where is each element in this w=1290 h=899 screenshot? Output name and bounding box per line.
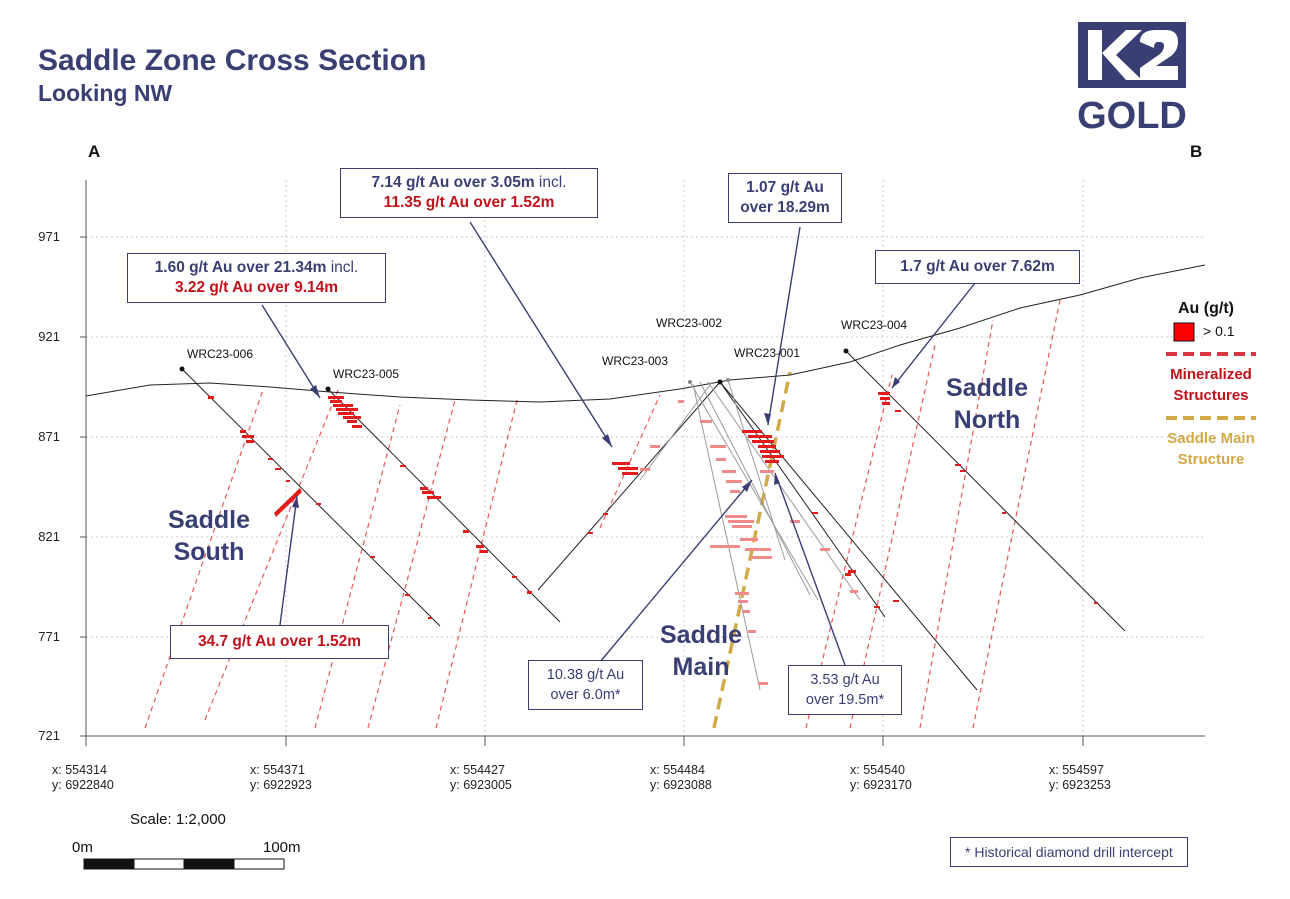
page-title: Saddle Zone Cross Section	[38, 44, 427, 77]
scale-bar	[83, 858, 285, 870]
topography-line	[85, 264, 1206, 403]
elev-tick-921: 921	[38, 329, 60, 344]
logo-text: GOLD	[1077, 95, 1187, 132]
callout-arrows	[261, 221, 976, 666]
intercept-callout-4: 1.7 g/t Au over 7.62m	[875, 250, 1080, 284]
drill-traces	[181, 350, 1126, 691]
intercept-callout-2: 7.14 g/t Au over 3.05m incl. 11.35 g/t A…	[340, 168, 598, 218]
drill-hole-label: WRC23-003	[602, 354, 669, 368]
elev-tick-971: 971	[38, 229, 60, 244]
drill-hole-label: WRC23-005	[333, 367, 400, 381]
axes	[80, 180, 1205, 746]
assay-bars	[208, 392, 1098, 619]
historical-assay-bars	[640, 400, 858, 685]
page-subtitle: Looking NW	[38, 80, 173, 106]
section-start-label: A	[88, 142, 101, 161]
historical-note: * Historical diamond drill intercept	[950, 837, 1188, 867]
k2-gold-logo: GOLD	[1076, 20, 1188, 137]
scale-end-label: 100m	[263, 839, 301, 856]
intercept-callout-6: 10.38 g/t Au over 6.0m*	[528, 660, 643, 710]
intercept-callout-5: 34.7 g/t Au over 1.52m	[170, 625, 389, 659]
section-end-label: B	[1190, 142, 1203, 161]
scale-start-label: 0m	[72, 839, 93, 856]
legend-swatch-label: > 0.1	[1203, 323, 1235, 339]
intercept-callout-7: 3.53 g/t Au over 19.5m*	[788, 665, 902, 715]
callout-arrowheads	[292, 377, 900, 508]
intercept-callout-3: 1.07 g/t Au over 18.29m	[728, 173, 842, 223]
drill-hole-label: WRC23-004	[841, 318, 908, 332]
legend-swatch	[1173, 322, 1195, 342]
scale-label: Scale: 1:2,000	[130, 811, 226, 828]
drill-hole-label: WRC23-001	[734, 346, 801, 360]
elev-tick-821: 821	[38, 529, 60, 544]
historical-traces	[639, 379, 861, 691]
drill-hole-label: WRC23-002	[656, 316, 723, 330]
intercept-callout-1: 1.60 g/t Au over 21.34m incl. 3.22 g/t A…	[127, 253, 386, 303]
elev-tick-871: 871	[38, 429, 60, 444]
elev-tick-721: 721	[38, 728, 60, 743]
legend-title: Au (g/t)	[1178, 300, 1234, 317]
drill-hole-label: WRC23-006	[187, 347, 254, 361]
collar-markers	[179, 348, 849, 392]
elev-tick-771: 771	[38, 629, 60, 644]
mineralized-structures	[144, 299, 1061, 729]
